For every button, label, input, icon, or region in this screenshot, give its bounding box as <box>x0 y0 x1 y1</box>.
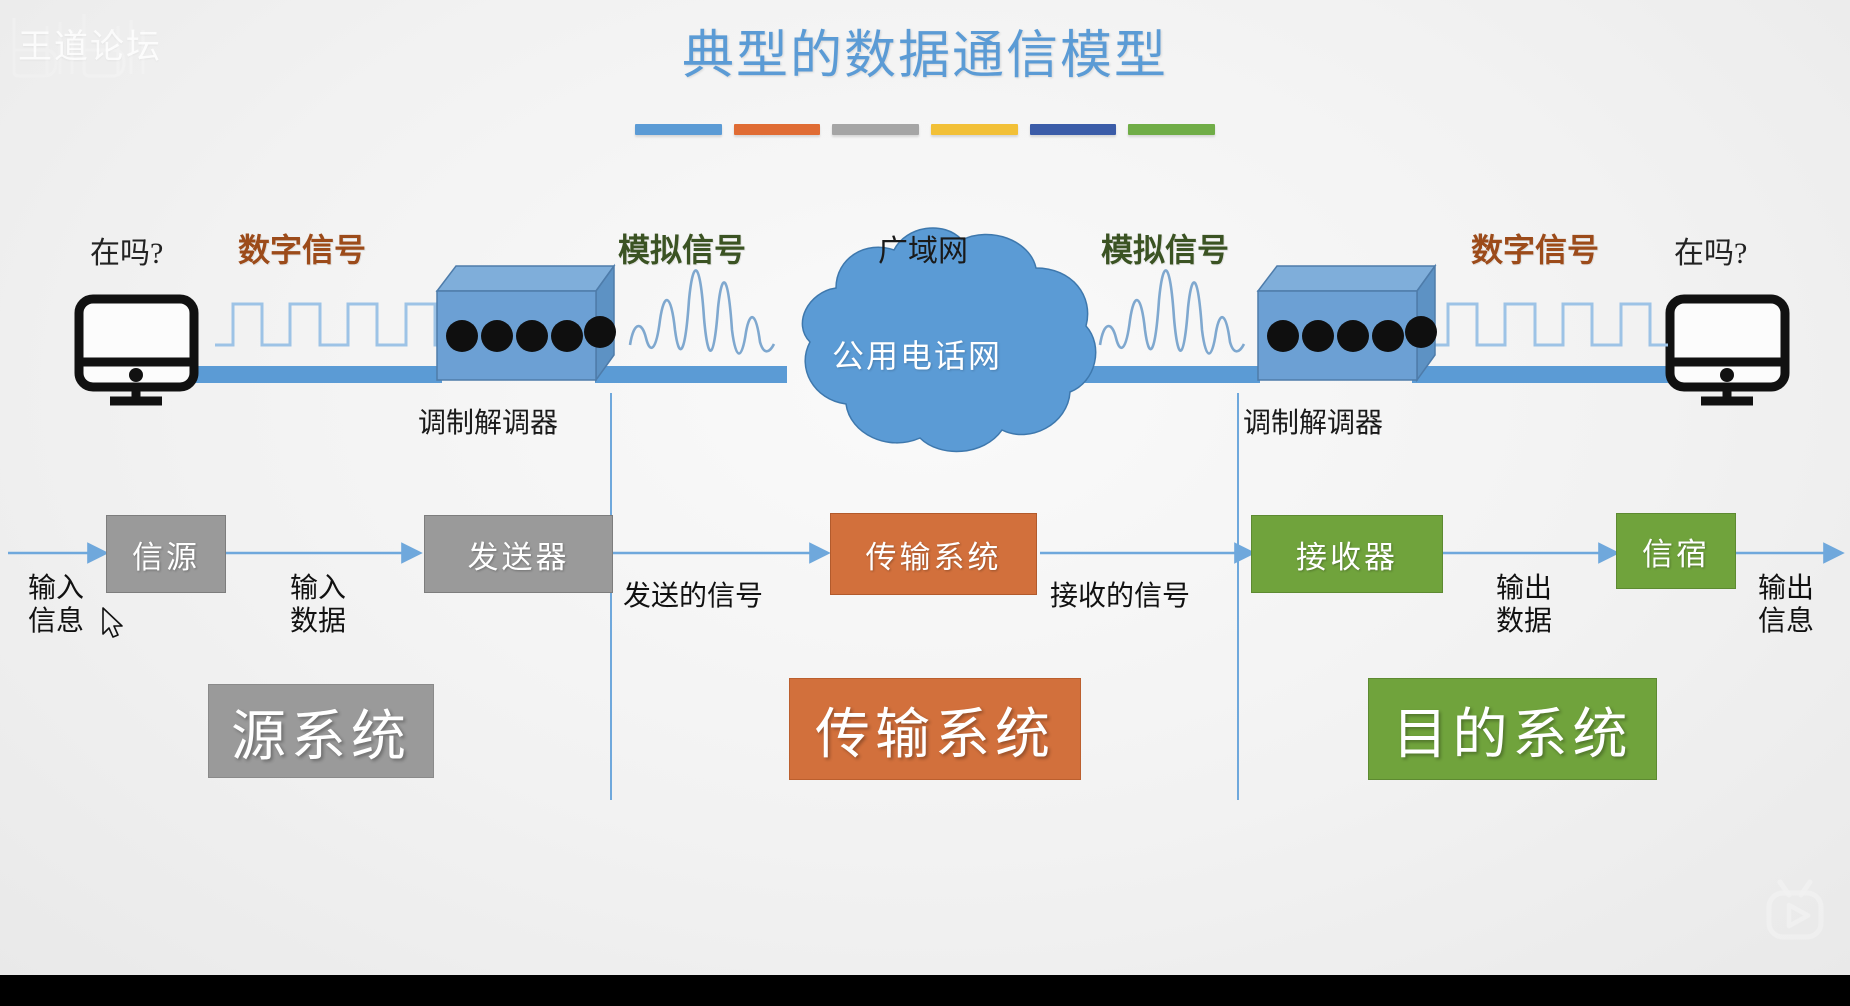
left-wire-to-cloud <box>595 366 787 383</box>
title-accent-bars <box>635 124 1216 135</box>
system-box-transmission-system[interactable]: 传输系统 <box>789 678 1081 780</box>
accent-bar <box>1029 124 1117 135</box>
system-box-source-system[interactable]: 源系统 <box>208 684 434 778</box>
flow-box-label: 信源 <box>132 539 200 575</box>
left-analog-waveform <box>628 269 776 355</box>
forum-watermark-text: 王道论坛 <box>18 28 162 66</box>
flow-box-destination[interactable]: 信宿 <box>1616 513 1736 589</box>
right-computer-icon <box>1665 294 1790 406</box>
edge-label-line: 数据 <box>1495 606 1552 638</box>
right-analog-signal-label: 模拟信号 <box>1101 232 1230 268</box>
flow-box-label: 接收器 <box>1296 539 1398 575</box>
flow-box-transmission-system[interactable]: 传输系统 <box>830 513 1037 595</box>
edge-label-output-info: 输出 信息 <box>1740 572 1832 638</box>
edge-label-line: 输入 <box>289 573 346 604</box>
edge-label-received-signal: 接收的信号 <box>1050 581 1191 612</box>
left-analog-signal-label: 模拟信号 <box>618 232 747 268</box>
left-computer-dot <box>129 368 143 382</box>
right-modem-label: 调制解调器 <box>1243 408 1384 439</box>
edge-label-line: 数据 <box>289 606 346 638</box>
edge-label-line: 输出 <box>1495 573 1552 604</box>
edge-label-line: 信息 <box>1757 606 1814 638</box>
left-digital-signal-label: 数字信号 <box>238 232 367 268</box>
accent-bar <box>733 124 821 135</box>
accent-bar <box>635 124 722 135</box>
system-box-label: 目的系统 <box>1392 704 1633 765</box>
flow-box-receiver[interactable]: 接收器 <box>1251 515 1443 593</box>
edge-label-line: 输出 <box>1757 573 1814 604</box>
mouse-cursor <box>102 607 123 638</box>
left-computer-icon <box>74 294 199 406</box>
flow-box-source[interactable]: 信源 <box>106 515 226 593</box>
accent-bar <box>931 124 1018 135</box>
edge-label-input-info: 输入 信息 <box>10 572 102 638</box>
system-box-label: 传输系统 <box>814 704 1055 765</box>
flow-box-label: 传输系统 <box>865 539 1002 575</box>
right-analog-waveform <box>1098 269 1246 355</box>
bilibili-tv-corner-icon <box>1758 876 1832 955</box>
right-wire <box>1412 366 1762 383</box>
accent-bar <box>832 124 920 135</box>
cloud-label: 公用电话网 <box>832 338 1003 374</box>
edge-label-line: 信息 <box>27 606 84 638</box>
edge-label-line: 输入 <box>27 573 84 604</box>
edge-label-output-data: 输出 数据 <box>1478 572 1570 638</box>
accent-bar <box>1128 124 1216 135</box>
right-computer-label: 在吗? <box>1674 237 1748 270</box>
left-wire <box>80 366 442 383</box>
flow-box-label: 信宿 <box>1642 536 1710 572</box>
left-computer-label: 在吗? <box>90 237 164 270</box>
right-wire-from-cloud <box>1060 366 1260 383</box>
left-digital-waveform <box>215 302 458 347</box>
left-modem-label: 调制解调器 <box>418 408 559 439</box>
bilibili-watermark-icon <box>0 0 1850 83</box>
system-box-destination-system[interactable]: 目的系统 <box>1368 678 1657 780</box>
page-title: 典型的数据通信模型 <box>681 28 1168 85</box>
left-modem-icon <box>435 263 616 383</box>
right-digital-signal-label: 数字信号 <box>1471 232 1600 268</box>
wan-label: 广域网 <box>878 235 968 268</box>
presentation-slide: 王道论坛 典型的数据通信模型 <box>0 0 1850 975</box>
edge-label-sent-signal: 发送的信号 <box>623 581 764 612</box>
right-computer-dot <box>1720 368 1734 382</box>
right-modem-icon <box>1256 263 1437 383</box>
flow-box-label: 发送器 <box>467 539 570 575</box>
flow-box-transmitter[interactable]: 发送器 <box>424 515 613 593</box>
system-box-label: 源系统 <box>230 706 411 767</box>
bottom-letterbox-bar <box>0 975 1850 1006</box>
edge-label-input-data: 输入 数据 <box>272 572 364 638</box>
right-digital-waveform <box>1430 302 1668 347</box>
